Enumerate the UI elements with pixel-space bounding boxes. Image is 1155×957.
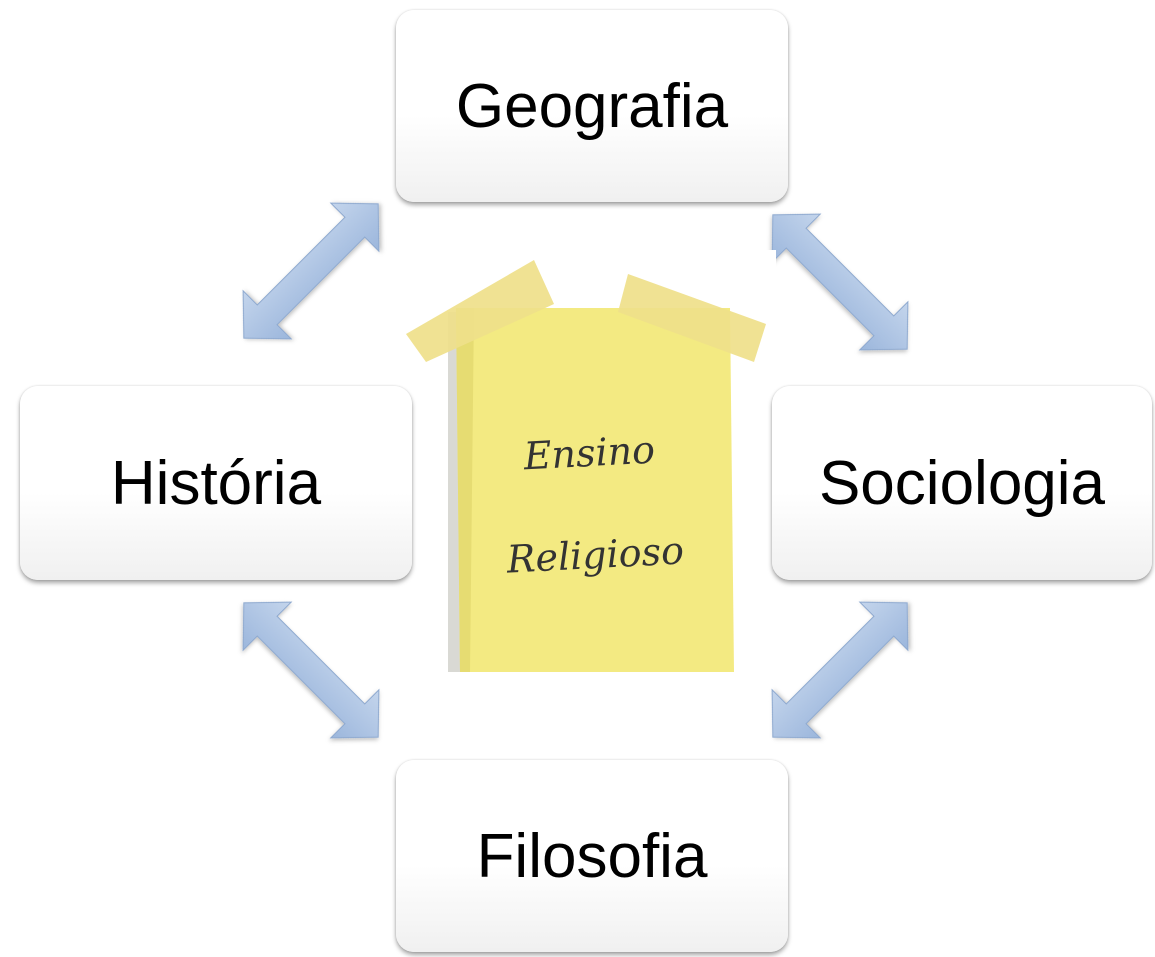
note-line-2: Religioso [505, 528, 685, 581]
node-sociologia-label: Sociologia [818, 448, 1106, 518]
note-paper [456, 308, 734, 672]
node-geografia-label: Geografia [455, 71, 729, 141]
tape-right [618, 274, 766, 362]
arrow-top-left [219, 179, 403, 363]
arrow-top-right [748, 190, 932, 374]
node-geografia: Geografia [396, 10, 788, 202]
arrow-bottom-left [219, 578, 403, 762]
tape-left [406, 260, 554, 362]
node-filosofia: Filosofia [396, 760, 788, 952]
node-historia-label: História [110, 448, 322, 518]
arrow-bottom-right [748, 578, 932, 762]
node-historia: História [20, 386, 412, 580]
node-sociologia: Sociologia [772, 386, 1152, 580]
sticky-note-image: Ensino Religioso [404, 250, 776, 674]
node-filosofia-label: Filosofia [476, 821, 708, 891]
note-line-1: Ensino [522, 428, 656, 479]
